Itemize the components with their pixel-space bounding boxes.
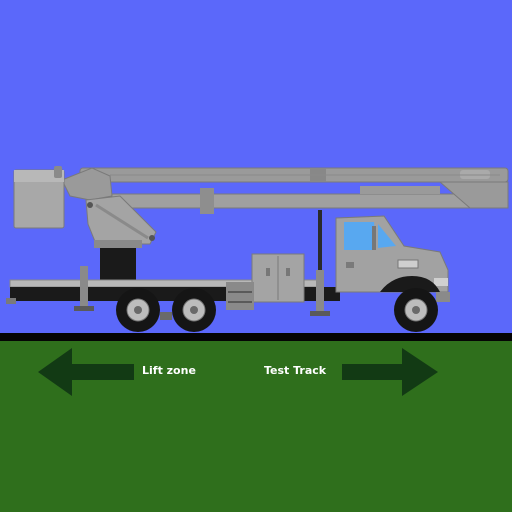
rear-wheel-1 <box>116 288 160 332</box>
lower-boom <box>109 181 509 214</box>
nav-right-button[interactable] <box>342 348 438 396</box>
boom-rest <box>318 210 322 290</box>
test-track-label[interactable]: Test Track <box>264 364 327 377</box>
boom-linkage <box>61 167 157 245</box>
upper-boom <box>79 167 509 183</box>
front-wheel <box>394 288 438 332</box>
steps <box>226 282 254 310</box>
toolbox <box>251 253 305 303</box>
rear-wheel-2 <box>172 288 216 332</box>
outriggers <box>74 266 330 316</box>
turret <box>94 240 142 282</box>
bucket <box>13 166 65 229</box>
lift-zone-label[interactable]: Lift zone <box>142 364 196 377</box>
arrow-right-icon <box>342 348 438 396</box>
road-line <box>0 333 512 341</box>
arrow-left-icon <box>38 348 134 396</box>
nav-left-button[interactable] <box>38 348 134 396</box>
bucket-truck <box>6 166 509 332</box>
hitch <box>160 312 172 320</box>
cab <box>335 215 450 302</box>
